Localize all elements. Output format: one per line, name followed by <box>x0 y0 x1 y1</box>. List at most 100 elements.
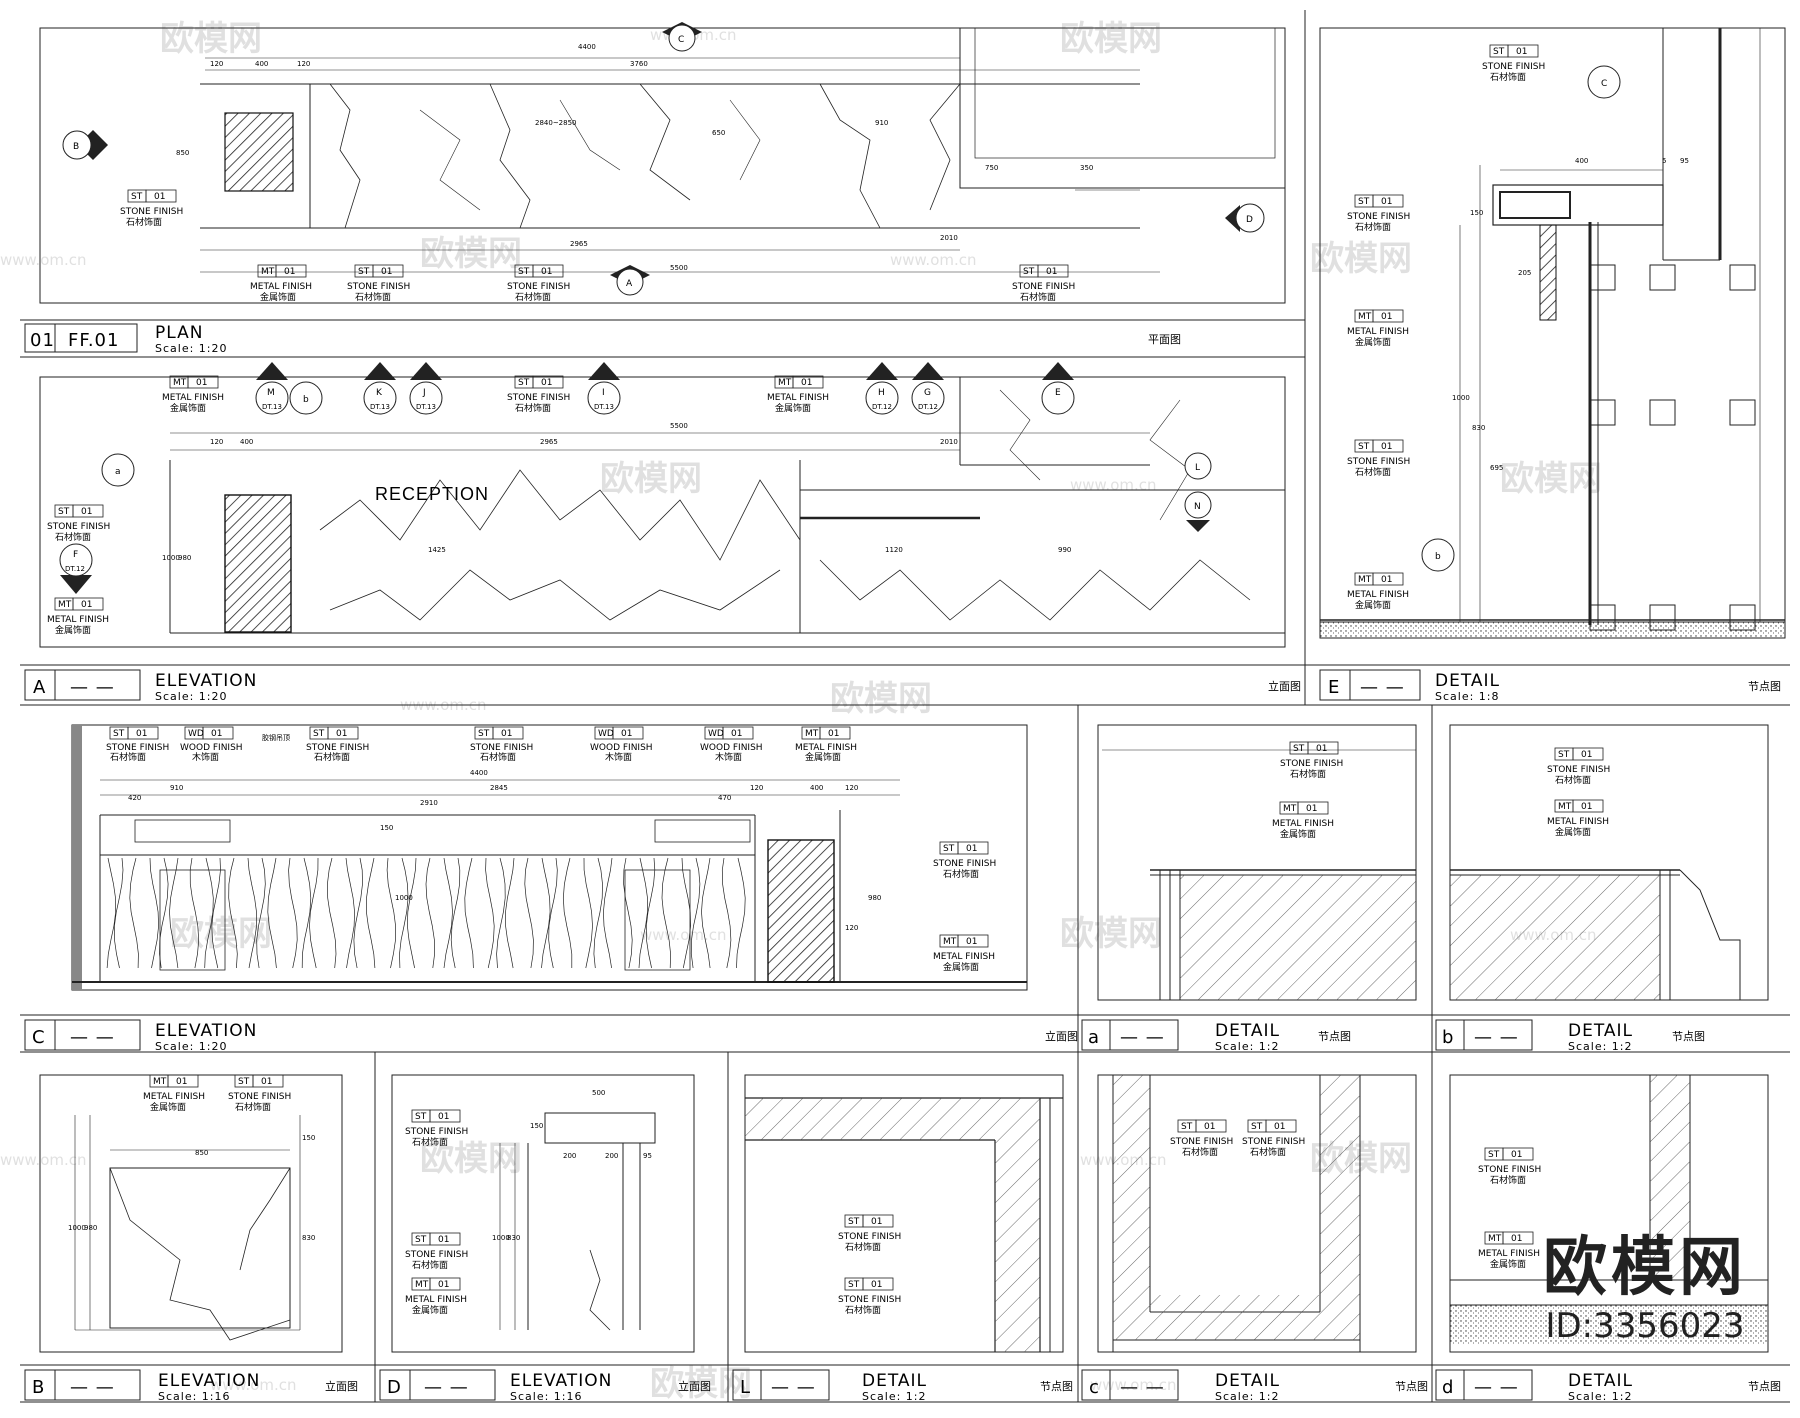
svg-text:ST: ST <box>415 1112 427 1122</box>
svg-text:METAL FINISH: METAL FINISH <box>1347 590 1409 600</box>
wood-grain-line <box>450 857 461 969</box>
svg-text:ST: ST <box>518 267 530 277</box>
wood-grain-line <box>661 857 671 969</box>
svg-text:METAL FINISH: METAL FINISH <box>933 952 995 962</box>
svg-text:830: 830 <box>302 1234 315 1242</box>
svg-text:01: 01 <box>81 600 92 610</box>
wood-grain-line <box>701 857 711 969</box>
svg-text:石材饰面: 石材饰面 <box>1250 1146 1286 1158</box>
wood-grain-line <box>524 857 534 969</box>
svg-text:DETAIL: DETAIL <box>1435 671 1500 691</box>
brand-id: ID:3356023 <box>1545 1306 1745 1346</box>
svg-text:金属饰面: 金属饰面 <box>1355 336 1391 348</box>
svg-text:木饰面: 木饰面 <box>192 751 219 763</box>
svg-text:DETAIL: DETAIL <box>1215 1371 1280 1391</box>
svg-text:石材饰面: 石材饰面 <box>314 751 350 763</box>
svg-text:STONE FINISH: STONE FINISH <box>1482 62 1545 72</box>
wood-grain-line <box>159 857 169 969</box>
svg-text:A: A <box>626 279 633 289</box>
svg-text:5500: 5500 <box>670 422 688 430</box>
svg-text:4400: 4400 <box>470 769 488 777</box>
wood-grain-line <box>562 857 573 968</box>
svg-text:830: 830 <box>1472 424 1485 432</box>
svg-text:Scale: 1:16: Scale: 1:16 <box>510 1390 583 1403</box>
wood-grain-line <box>204 857 214 969</box>
svg-text:STONE FINISH: STONE FINISH <box>1012 282 1075 292</box>
wood-grain-line <box>425 857 435 969</box>
svg-text:ST: ST <box>848 1217 860 1227</box>
svg-text:01: 01 <box>1511 1234 1522 1244</box>
watermark-text: 欧模网 <box>170 914 272 954</box>
watermark-url: www.om.cn <box>0 251 87 269</box>
svg-text:石材饰面: 石材饰面 <box>355 291 391 303</box>
plan-metal-block <box>224 112 294 192</box>
watermark-text: 欧模网 <box>1060 914 1162 954</box>
elevA-detail-markers: MDT.13 b KDT.13 JDT.13 IDT.13 HDT.12 GDT… <box>59 362 1212 594</box>
svg-text:STONE FINISH: STONE FINISH <box>838 1232 901 1242</box>
svg-text:C: C <box>32 1027 46 1048</box>
svg-text:石材饰面: 石材饰面 <box>235 1101 271 1113</box>
svg-text:150: 150 <box>1470 209 1483 217</box>
svg-text:420: 420 <box>128 794 141 802</box>
svg-text:01: 01 <box>871 1280 882 1290</box>
elevD-dimensions: 500 200 200 95 1000 830 150 <box>492 1089 652 1242</box>
svg-text:120: 120 <box>210 438 223 446</box>
wood-grain-line <box>603 857 613 969</box>
watermark-text: 欧模网 <box>600 459 702 499</box>
detailL-hatch <box>745 1098 1040 1352</box>
svg-text:DT.12: DT.12 <box>918 403 938 411</box>
svg-text:01: 01 <box>1381 442 1392 452</box>
watermark-url: www.om.cn <box>1070 476 1157 494</box>
svg-text:Scale: 1:2: Scale: 1:2 <box>1215 1390 1280 1403</box>
section-marker-c: C <box>662 22 702 52</box>
watermark-text: 欧模网 <box>830 679 932 719</box>
svg-text:金属饰面: 金属饰面 <box>260 291 296 303</box>
wood-grain-line <box>353 857 363 969</box>
svg-text:STONE FINISH: STONE FINISH <box>1547 765 1610 775</box>
svg-text:1000: 1000 <box>1452 394 1470 402</box>
svg-text:— —: — — <box>1120 1027 1165 1048</box>
svg-text:1000: 1000 <box>395 894 413 902</box>
plan-tag-stone-3: ST 01 STONE FINISH 石材饰面 <box>507 264 570 303</box>
svg-text:Scale: 1:2: Scale: 1:2 <box>1568 1390 1633 1403</box>
svg-text:WOOD FINISH: WOOD FINISH <box>180 743 243 753</box>
svg-text:ST: ST <box>358 267 370 277</box>
svg-text:01: 01 <box>30 330 55 351</box>
svg-text:830: 830 <box>507 1234 520 1242</box>
elevC-drawing <box>71 724 1028 991</box>
svg-text:ST: ST <box>1558 750 1570 760</box>
svg-text:石材饰面: 石材饰面 <box>55 531 91 543</box>
reception-label: RECEPTION <box>375 484 489 504</box>
svg-text:节点图: 节点图 <box>1748 680 1781 693</box>
svg-text:980: 980 <box>178 554 191 562</box>
svg-text:2010: 2010 <box>940 234 958 242</box>
svg-text:95: 95 <box>643 1152 652 1160</box>
svg-text:DETAIL: DETAIL <box>1215 1021 1280 1041</box>
svg-text:ELEVATION: ELEVATION <box>155 671 257 691</box>
svg-text:Scale: 1:8: Scale: 1:8 <box>1435 690 1500 703</box>
watermark-text: 欧模网 <box>650 1364 752 1404</box>
svg-text:— —: — — <box>70 1027 115 1048</box>
wood-grain-line <box>386 857 396 969</box>
svg-text:MT: MT <box>1558 802 1572 812</box>
svg-text:石材饰面: 石材饰面 <box>1290 768 1326 780</box>
svg-text:1425: 1425 <box>428 546 446 554</box>
svg-text:金属饰面: 金属饰面 <box>412 1304 448 1316</box>
watermark-text: 欧模网 <box>1310 239 1412 279</box>
svg-text:DETAIL: DETAIL <box>1568 1021 1633 1041</box>
svg-text:金属饰面: 金属饰面 <box>150 1101 186 1113</box>
svg-text:E: E <box>1055 388 1061 398</box>
svg-text:ST: ST <box>848 1280 860 1290</box>
svg-text:金属饰面: 金属饰面 <box>1280 828 1316 840</box>
svg-text:ST: ST <box>1251 1122 1263 1132</box>
svg-text:Scale: 1:20: Scale: 1:20 <box>155 1040 228 1053</box>
svg-text:01: 01 <box>136 729 147 739</box>
